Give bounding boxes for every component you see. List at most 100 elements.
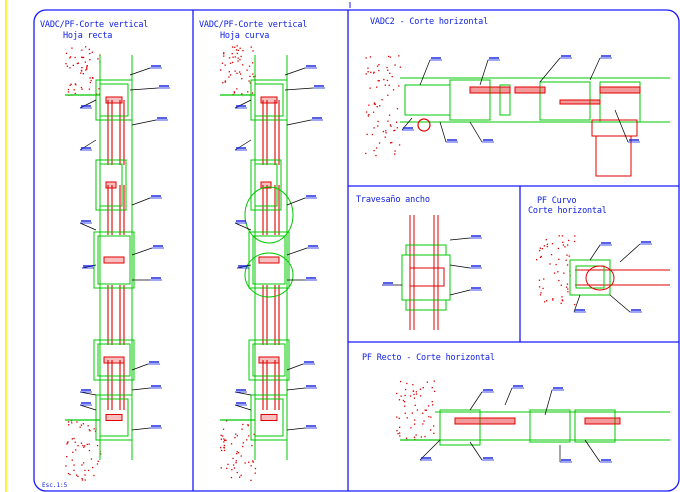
hatch-dot: [234, 56, 236, 58]
hatch-dot: [247, 91, 249, 93]
hatch-dot: [242, 64, 244, 66]
hatch-dot: [236, 52, 238, 55]
hatch-dot: [567, 288, 569, 290]
callout-tag: [641, 241, 651, 243]
hatch-dot: [538, 286, 541, 288]
profile-part: [574, 409, 616, 443]
callout-labels: [79, 55, 652, 463]
hatch-dot: [241, 93, 243, 95]
hatch-dot: [246, 69, 248, 71]
hatch-dot: [252, 461, 254, 463]
hatch-dot: [77, 475, 79, 478]
hatch-dot: [392, 89, 395, 91]
hatch-dot: [80, 72, 82, 74]
hatch-dot: [231, 469, 233, 471]
hatch-dot: [540, 255, 542, 258]
hatch-dot: [424, 409, 426, 411]
callout-tag: [304, 361, 314, 363]
hatch-dot: [79, 426, 81, 428]
hatch-dot: [384, 84, 386, 86]
hatch-dot: [403, 401, 406, 403]
hatch-dot: [236, 453, 238, 455]
callout-tag: [631, 309, 641, 311]
profile-part: [103, 356, 125, 364]
profile-part: [105, 96, 123, 104]
hatch-dot: [389, 114, 391, 116]
leader-line: [419, 59, 431, 86]
hatch-dot: [81, 464, 83, 466]
hatch-dot: [394, 64, 396, 66]
hatch-dot: [366, 111, 368, 113]
hatch-dot: [561, 299, 563, 301]
leader-line: [284, 67, 306, 76]
hatch-dot: [65, 465, 67, 467]
leader-line: [286, 363, 304, 371]
hatch-dot: [371, 133, 374, 136]
profile-part: [469, 86, 511, 94]
callout-tag: [81, 220, 91, 222]
hatch-dot: [400, 380, 402, 383]
hatch-dot: [414, 419, 416, 421]
hatch-dot: [224, 81, 227, 83]
hatch-dot: [242, 442, 244, 444]
leader-line: [439, 121, 447, 143]
hatch-dot: [223, 446, 225, 449]
hatch-dot: [557, 271, 559, 273]
leader-line: [129, 67, 151, 76]
callout-tag: [489, 57, 499, 59]
callout-tag: [561, 55, 571, 57]
hatch-dot: [233, 467, 236, 469]
leader-line: [584, 439, 601, 463]
leader-line: [539, 57, 561, 83]
hatch-dot: [404, 405, 406, 407]
hatch-dot: [553, 272, 556, 274]
hatch-dot: [543, 278, 545, 280]
hatch-dot: [396, 127, 398, 129]
callout-tag: [403, 127, 413, 129]
hatch-dot: [246, 439, 248, 441]
hatch-dot: [387, 120, 389, 122]
hatch-dot: [573, 240, 576, 243]
hatch-dot: [567, 291, 569, 293]
panel1-title: VADC/PF-Corte vertical: [40, 20, 148, 30]
leader-line: [479, 59, 489, 86]
hatch-dot: [68, 424, 70, 426]
hatch-dot: [223, 53, 225, 55]
hatch-dot: [223, 438, 225, 440]
hatch-dot: [237, 49, 239, 51]
hatch-dot: [394, 150, 396, 152]
hatch-dot: [412, 390, 414, 392]
hatch-dot: [250, 46, 252, 48]
hatch-dot: [69, 84, 71, 86]
hatch-dot: [253, 433, 255, 435]
hatch-dot: [239, 71, 241, 73]
leader-line: [234, 404, 252, 411]
hatch-dot: [97, 460, 99, 462]
profile-part: [449, 79, 491, 121]
leader-line: [589, 244, 601, 261]
hatch-dot: [563, 272, 565, 274]
hatch-dot: [236, 72, 238, 74]
hatch-dot: [542, 287, 544, 290]
profile-part: [99, 163, 123, 207]
hatch-dot: [224, 439, 226, 441]
leader-line: [589, 57, 601, 81]
leader-line: [544, 389, 553, 416]
hatch-dot: [234, 70, 236, 72]
hatch-dot: [250, 465, 252, 467]
leader-line: [286, 119, 312, 126]
hatch-dot: [387, 69, 389, 71]
hatch-dot: [71, 459, 73, 461]
panel6-title: PF Recto - Corte horizontal: [362, 353, 495, 363]
hatch-dot: [568, 255, 570, 257]
hatch-dot: [367, 71, 369, 73]
hatch-dot: [552, 298, 554, 300]
leader-line: [614, 109, 629, 143]
hatch-dot: [540, 292, 542, 294]
hatch-dot: [93, 474, 95, 477]
hatch-dot: [366, 133, 368, 135]
hatch-dot: [89, 77, 91, 79]
hatch-dot: [426, 381, 428, 383]
hatch-dot: [365, 57, 367, 59]
